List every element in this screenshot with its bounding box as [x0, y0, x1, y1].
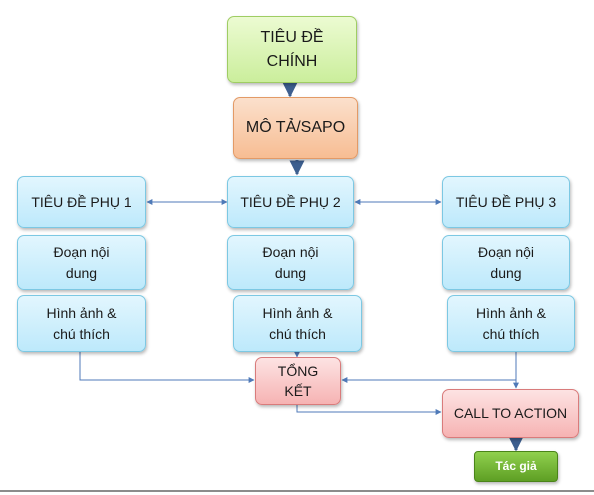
content-1-label: Đoạn nội dung: [53, 244, 110, 281]
image-caption-1-label: Hình ảnh & chú thích: [46, 305, 117, 342]
content-2-label: Đoạn nội dung: [262, 244, 319, 281]
content-3-node: Đoạn nội dung: [442, 235, 570, 290]
content-1-node: Đoạn nội dung: [17, 235, 146, 290]
summary-label: TỔNG KẾT: [277, 362, 319, 399]
subheading-1-node: TIÊU ĐỀ PHỤ 1: [17, 176, 146, 228]
call-to-action-label: CALL TO ACTION: [453, 405, 568, 422]
main-title-node: TIÊU ĐỀ CHÍNH: [227, 16, 357, 83]
content-3-label: Đoạn nội dung: [477, 244, 535, 281]
image-caption-2-label: Hình ảnh & chú thích: [262, 305, 333, 342]
subheading-2-label: TIÊU ĐỀ PHỤ 2: [240, 193, 341, 210]
main-title-label: TIÊU ĐỀ CHÍNH: [260, 29, 324, 70]
image-caption-1-node: Hình ảnh & chú thích: [17, 295, 146, 352]
bottom-divider: [0, 490, 594, 492]
author-node: Tác giả: [474, 451, 558, 482]
subheading-3-node: TIÊU ĐỀ PHỤ 3: [442, 176, 570, 228]
subheading-2-node: TIÊU ĐỀ PHỤ 2: [227, 176, 354, 228]
author-label: Tác giả: [495, 458, 537, 473]
sapo-label: MÔ TẢ/SAPO: [245, 119, 346, 137]
subheading-1-label: TIÊU ĐỀ PHỤ 1: [31, 193, 132, 210]
content-2-node: Đoạn nội dung: [227, 235, 354, 290]
sapo-node: MÔ TẢ/SAPO: [233, 97, 358, 159]
subheading-3-label: TIÊU ĐỀ PHỤ 3: [455, 193, 557, 210]
summary-node: TỔNG KẾT: [255, 357, 341, 405]
image-caption-3-label: Hình ảnh & chú thích: [475, 305, 547, 342]
connector-summary-cta: [296, 405, 442, 415]
call-to-action-node: CALL TO ACTION: [442, 389, 579, 438]
image-caption-2-node: Hình ảnh & chú thích: [233, 295, 362, 352]
image-caption-3-node: Hình ảnh & chú thích: [447, 295, 575, 352]
connector-col1-summary: [79, 352, 255, 383]
